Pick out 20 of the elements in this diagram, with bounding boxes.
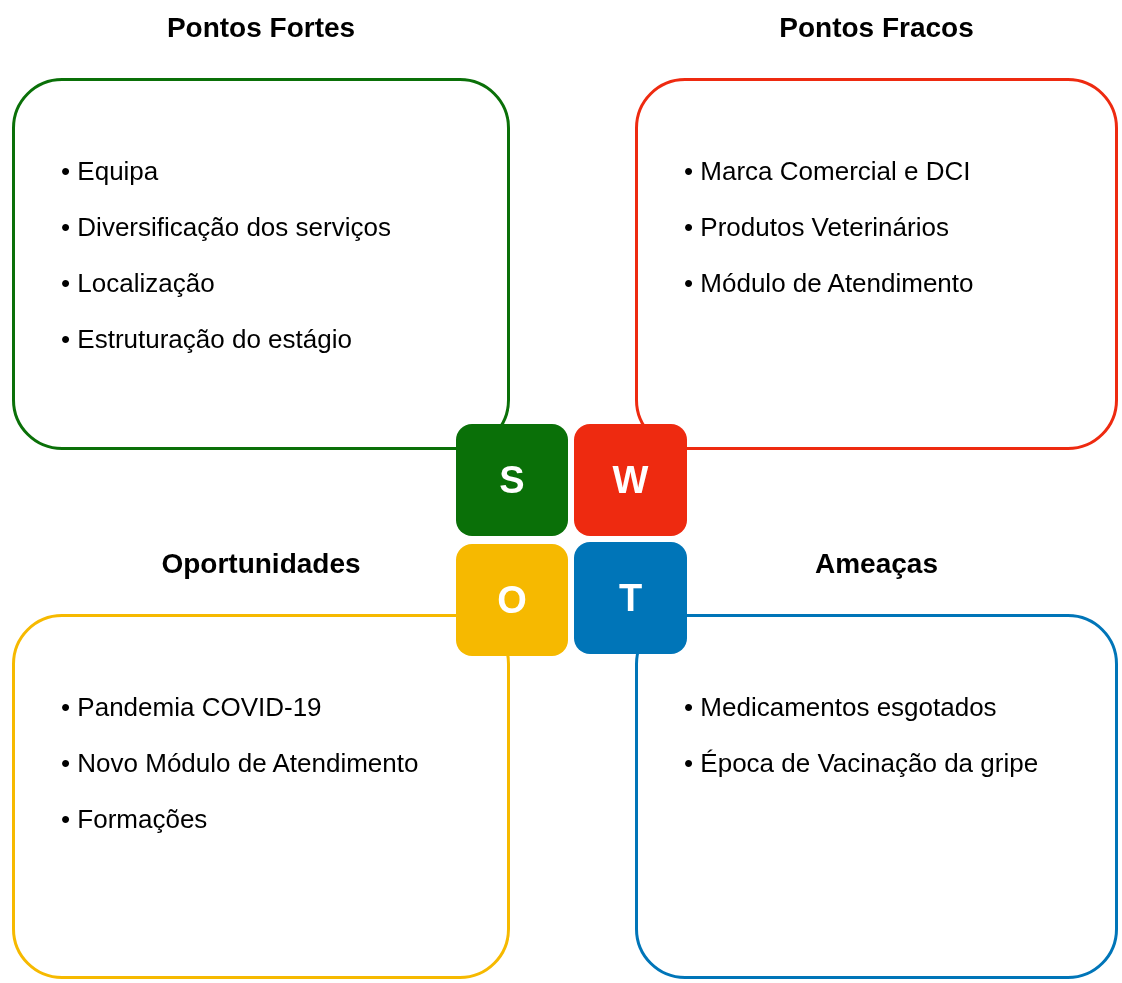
section-heading: Pontos Fortes <box>166 12 356 44</box>
bullet-item: • Produtos Veterinários <box>684 211 949 244</box>
bullet-item: • Equipa <box>61 155 159 188</box>
letter-tile: T <box>574 542 687 654</box>
section-heading: Ameaças <box>815 548 938 580</box>
bullet-item: • Pandemia COVID-19 <box>61 691 322 724</box>
letter-tile: S <box>456 424 568 536</box>
bullet-item: • Marca Comercial e DCI <box>684 155 971 188</box>
section-heading: Pontos Fracos <box>779 12 974 44</box>
letter-tile: W <box>574 424 687 536</box>
bullet-item: • Módulo de Atendimento <box>684 267 974 300</box>
bullet-item: • Estruturação do estágio <box>61 323 352 356</box>
bullet-item: • Novo Módulo de Atendimento <box>61 747 419 780</box>
letter-tile: O <box>456 544 568 656</box>
section-heading: Oportunidades <box>161 548 361 580</box>
bullet-item: • Localização <box>61 267 215 300</box>
bullet-item: • Época de Vacinação da gripe <box>684 747 1039 780</box>
bullet-item: • Formações <box>61 803 208 836</box>
bullet-item: • Medicamentos esgotados <box>684 691 997 724</box>
bullet-item: • Diversificação dos serviços <box>61 211 391 244</box>
